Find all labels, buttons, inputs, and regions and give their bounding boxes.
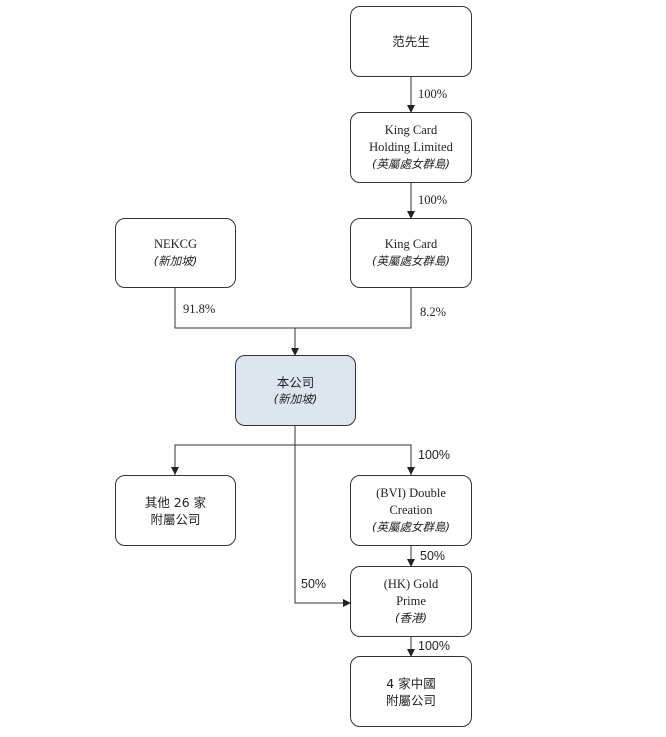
node-bvi-double-creation: (BVI) Double Creation (英屬處女群島) [350,475,472,546]
node-china4-line-1: 4 家中國 [386,675,436,691]
node-other26-line-2: 附屬公司 [150,511,201,527]
node-bvi-name-1: (BVI) Double [376,486,446,500]
node-kch-name-2: Holding Limited [369,140,453,154]
node-china4-line-2: 附屬公司 [385,692,436,708]
pct-company-bvi: 100% [418,448,450,462]
node-bvi-name-2: Creation [389,503,433,517]
node-nekcg: NEKCG (新加坡) [115,218,236,288]
pct-fan-kch: 100% [418,87,448,101]
node-fan: 范先生 [350,6,472,77]
edge-company-hk [294,445,351,607]
node-kch-name-1: King Card [384,123,438,137]
node-other26-line-1: 其他 26 家 [144,494,207,510]
pct-bvi-hk: 50% [420,549,446,563]
node-king-card-holding: King Card Holding Limited (英屬處女群島) [350,112,472,183]
node-company: 本公司 (新加坡) [235,355,356,426]
node-nekcg-place: (新加坡) [153,254,198,268]
node-hk-name-1: (HK) Gold [383,577,439,591]
pct-hk-china4: 100% [418,639,450,653]
node-bvi-place: (英屬處女群島) [372,520,450,534]
pct-kch-kc: 100% [418,193,448,207]
node-other-26-subsidiaries: 其他 26 家 附屬公司 [115,475,236,546]
node-company-name: 本公司 [276,374,315,390]
node-company-place: (新加坡) [273,391,318,406]
node-hk-name-2: Prime [396,594,426,608]
pct-company-hk: 50% [301,577,327,591]
node-nekcg-name: NEKCG [153,237,198,251]
node-kc-name: King Card [384,237,438,251]
node-hk-place: (香港) [395,611,427,625]
node-kc-place: (英屬處女群島) [372,254,450,268]
pct-nekcg-company: 91.8% [183,302,216,316]
edge-nekcg-company [174,288,412,329]
node-fan-name: 范先生 [392,34,430,49]
edge-company-other26 [174,444,412,475]
node-hk-gold-prime: (HK) Gold Prime (香港) [350,566,472,637]
node-king-card: King Card (英屬處女群島) [350,218,472,288]
node-4-china-subsidiaries: 4 家中國 附屬公司 [350,656,472,727]
pct-kc-company: 8.2% [420,305,447,319]
node-kch-place: (英屬處女群島) [372,157,450,171]
